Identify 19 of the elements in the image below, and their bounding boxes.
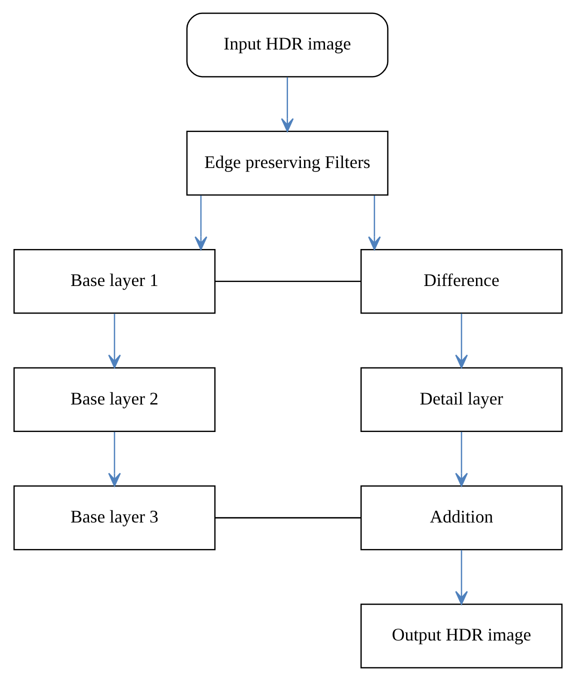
arrow: [455, 432, 468, 487]
node-box: Difference: [360, 248, 563, 314]
node-box: Detail layer: [360, 367, 563, 432]
node-box: Addition: [360, 485, 563, 550]
node-box: Base layer 2: [13, 367, 216, 432]
arrow: [368, 195, 381, 250]
connector: [215, 517, 361, 518]
arrow: [108, 314, 121, 368]
connector: [215, 280, 361, 282]
arrow: [281, 77, 294, 132]
arrow: [455, 550, 468, 605]
arrow: [455, 314, 468, 368]
arrow: [108, 432, 121, 487]
node-box: Edge preserving Filters: [186, 130, 388, 196]
node-box: Input HDR image: [186, 12, 388, 78]
node-box: Base layer 1: [13, 248, 216, 314]
node-box: Base layer 3: [13, 485, 216, 550]
node-box: Output HDR image: [360, 604, 563, 668]
arrow: [194, 195, 208, 250]
